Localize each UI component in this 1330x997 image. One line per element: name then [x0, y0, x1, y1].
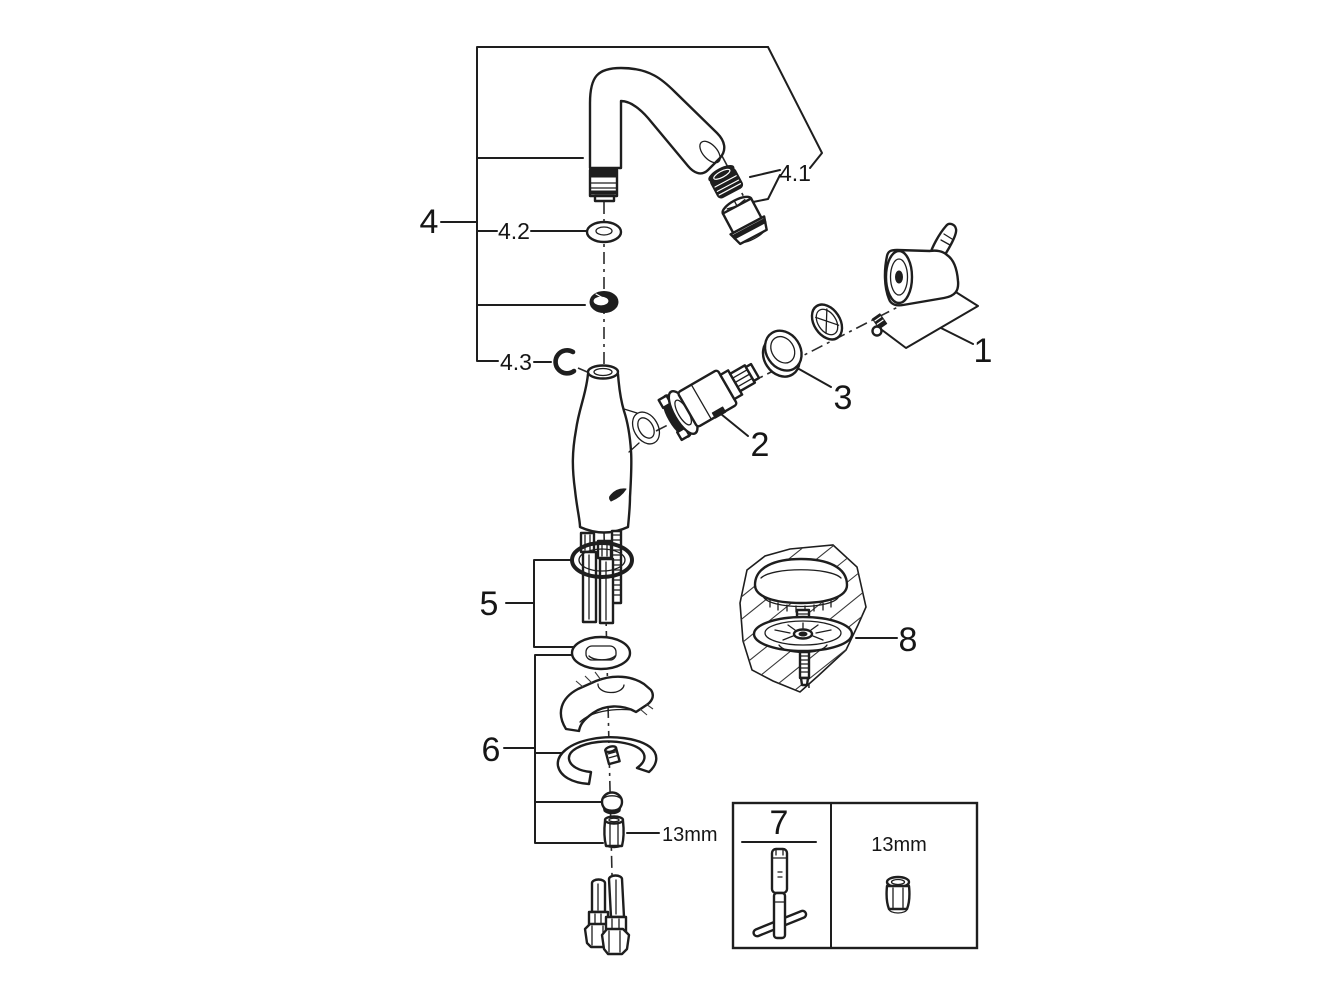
callout-8-label: 8	[899, 621, 918, 659]
callout-4-3-label: 4.3	[500, 349, 532, 375]
assembly-axes	[577, 155, 934, 876]
mounting-wedge	[559, 671, 654, 733]
slip-ring-nut	[589, 291, 619, 313]
spout	[588, 66, 726, 175]
cartridge	[657, 362, 761, 442]
callout-5-label: 5	[480, 585, 499, 623]
cap-nut	[600, 791, 624, 815]
spout-threaded-end	[588, 168, 619, 203]
supply-hoses	[583, 874, 631, 956]
aerator-mousseur	[708, 164, 744, 199]
hex-socket-nut	[885, 875, 911, 914]
escutcheon-ring	[810, 303, 844, 341]
grohe-swoosh-mark	[609, 488, 627, 502]
info-box	[731, 801, 979, 950]
retaining-clip	[553, 348, 577, 376]
faucet-body	[571, 364, 661, 534]
o-ring	[585, 220, 623, 244]
callout-4-1-label: 4.1	[779, 160, 811, 186]
mounting-tool	[752, 847, 808, 940]
shank-seal-ring	[570, 541, 634, 579]
base-ring	[570, 635, 632, 671]
handle-set-screw	[871, 313, 888, 330]
drain-assembly	[752, 557, 854, 687]
callout-lines	[440, 46, 979, 844]
callout-2-label: 2	[751, 426, 770, 464]
hex-nut-13mm	[603, 815, 625, 849]
tool-7-label: 7	[770, 804, 789, 842]
wrench-size-label: 13mm	[871, 834, 927, 856]
mounting-shank	[570, 529, 634, 625]
callout-6-label: 6	[482, 731, 501, 769]
flow-straightener	[721, 195, 768, 246]
callout-3-label: 3	[834, 379, 853, 417]
callout-4-2-label: 4.2	[498, 218, 530, 244]
handle	[871, 222, 960, 337]
nut-size-label: 13mm	[662, 824, 718, 846]
horseshoe-clamp	[556, 736, 658, 786]
callout-4-label: 4	[420, 203, 439, 241]
callout-1-label: 1	[974, 332, 993, 370]
cartridge-cap-ring	[761, 329, 803, 378]
